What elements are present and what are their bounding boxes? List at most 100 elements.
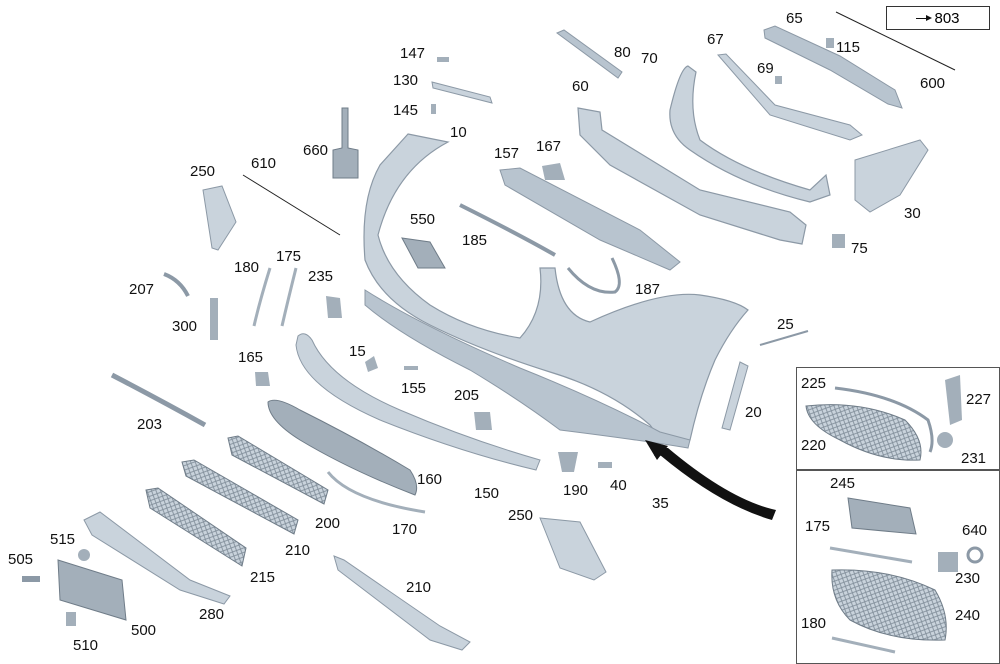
part-185	[459, 203, 556, 257]
reference-box: 803	[886, 6, 990, 30]
part-147	[437, 57, 449, 62]
part-67	[717, 53, 863, 141]
callout-165: 165	[238, 349, 264, 366]
callout-515: 515	[50, 531, 76, 548]
part-205	[474, 412, 492, 430]
callout-180-inset: 180	[801, 615, 827, 632]
leader-610	[242, 174, 341, 236]
part-80	[556, 29, 623, 79]
part-640	[966, 546, 984, 564]
part-231	[937, 432, 953, 448]
part-167	[542, 163, 565, 180]
callout-250-upper: 250	[190, 163, 216, 180]
leader-600	[835, 11, 956, 71]
callout-180-main: 180	[234, 259, 260, 276]
reference-label: 803	[934, 9, 960, 27]
callout-550: 550	[410, 211, 436, 228]
callout-660: 660	[303, 142, 329, 159]
callout-205: 205	[454, 387, 480, 404]
callout-227: 227	[966, 391, 992, 408]
part-550	[401, 237, 446, 269]
part-25	[759, 330, 809, 346]
callout-190: 190	[563, 482, 589, 499]
callout-69: 69	[757, 60, 774, 77]
part-250-lower	[539, 517, 607, 581]
callout-40: 40	[610, 477, 627, 494]
part-160	[267, 399, 418, 496]
callout-115: 115	[836, 39, 860, 56]
part-235	[326, 296, 342, 318]
part-300	[210, 298, 218, 340]
callout-185: 185	[462, 232, 488, 249]
callout-10: 10	[450, 124, 467, 141]
callout-175-inset: 175	[805, 518, 831, 535]
part-30	[854, 139, 929, 213]
part-210-upper	[181, 459, 299, 535]
callout-240: 240	[955, 607, 981, 624]
part-210-lower	[333, 555, 471, 651]
callout-60: 60	[572, 78, 589, 95]
callout-210-upper: 210	[285, 542, 311, 559]
callout-170: 170	[392, 521, 418, 538]
callout-35: 35	[652, 495, 669, 512]
callout-600: 600	[920, 75, 946, 92]
part-155	[404, 366, 418, 370]
part-225	[834, 386, 934, 453]
part-60	[577, 107, 807, 245]
callout-80: 80	[614, 44, 631, 61]
part-165	[255, 372, 270, 386]
part-150	[295, 333, 541, 471]
callout-210-lower: 210	[406, 579, 432, 596]
part-20	[721, 361, 749, 431]
part-175-inset	[829, 546, 913, 564]
pointer-arrow	[652, 448, 776, 520]
arrow-right-icon	[916, 14, 933, 21]
callout-200: 200	[315, 515, 341, 532]
callout-157: 157	[494, 145, 520, 162]
callout-75: 75	[851, 240, 868, 257]
callout-20: 20	[745, 404, 762, 421]
part-170	[326, 471, 426, 514]
callout-610: 610	[251, 155, 277, 172]
part-240	[831, 569, 947, 641]
part-130	[431, 81, 493, 104]
callout-203: 203	[137, 416, 163, 433]
part-40	[598, 462, 612, 468]
part-190	[558, 452, 578, 472]
callout-155: 155	[401, 380, 427, 397]
callout-130: 130	[393, 72, 419, 89]
part-200	[227, 435, 329, 505]
part-215	[145, 487, 247, 567]
callout-67: 67	[707, 31, 724, 48]
part-65	[763, 25, 903, 109]
callout-175-main: 175	[276, 248, 302, 265]
callout-150: 150	[474, 485, 500, 502]
callout-15: 15	[349, 343, 366, 360]
part-15	[365, 356, 378, 372]
inset-panel-2	[796, 470, 1000, 664]
part-115	[826, 38, 834, 48]
callout-220: 220	[801, 437, 827, 454]
part-500	[57, 559, 127, 621]
part-245	[847, 497, 917, 535]
part-207	[163, 272, 190, 297]
part-69	[775, 76, 782, 84]
part-180-inset	[831, 636, 896, 654]
callout-145: 145	[393, 102, 419, 119]
part-220	[805, 404, 922, 461]
leader-lines	[242, 11, 956, 236]
callout-245: 245	[830, 475, 856, 492]
callout-167: 167	[536, 138, 562, 155]
callout-25: 25	[777, 316, 794, 333]
part-660	[332, 107, 359, 179]
part-250-upper	[202, 185, 237, 251]
part-bumper-lower-lip	[364, 289, 691, 449]
part-70	[669, 65, 831, 203]
callout-231: 231	[961, 450, 987, 467]
callout-30: 30	[904, 205, 921, 222]
callout-280: 280	[199, 606, 225, 623]
callout-147: 147	[400, 45, 426, 62]
part-180-strip	[252, 267, 272, 327]
